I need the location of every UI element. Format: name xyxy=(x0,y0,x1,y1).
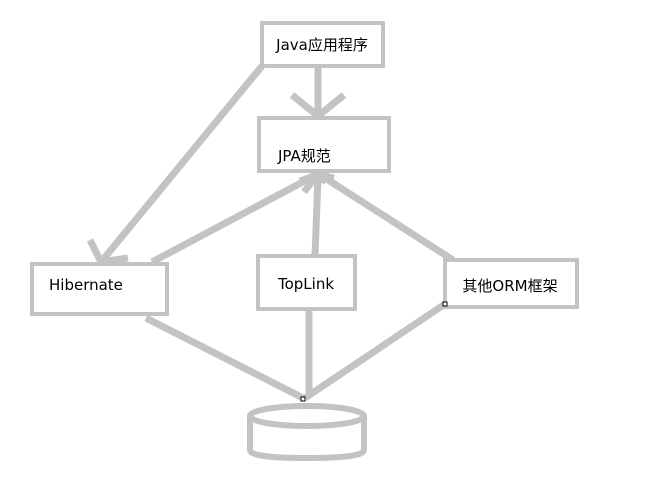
edge-hibernate-to-jpa xyxy=(150,172,316,266)
edge-other-to-jpa xyxy=(320,173,455,263)
edge-other-to-db xyxy=(303,301,447,401)
edge-toplink-to-jpa xyxy=(311,175,322,257)
handle-other-orm xyxy=(442,301,448,307)
connection-handles xyxy=(300,301,448,402)
node-other-orm-label: 其他ORM框架 xyxy=(462,277,557,295)
connector-lines xyxy=(86,63,455,402)
node-hibernate-label: Hibernate xyxy=(49,276,123,294)
node-boxes xyxy=(30,21,579,316)
database-top xyxy=(247,403,367,429)
handle-db-top xyxy=(300,396,306,402)
node-java-app-box xyxy=(260,21,385,68)
node-jpa-spec-box xyxy=(257,116,391,173)
node-labels: Java应用程序 JPA规范 Hibernate TopLink 其他ORM框架 xyxy=(49,36,558,295)
edge-hibernate-to-db xyxy=(144,314,305,402)
node-other-orm-box xyxy=(443,258,579,309)
node-toplink-box xyxy=(256,254,357,311)
node-toplink-label: TopLink xyxy=(277,275,334,293)
node-hibernate-box xyxy=(30,262,169,316)
edge-java-to-hibernate xyxy=(98,63,265,265)
arrowhead-jpa-right-icon xyxy=(306,169,335,185)
database-cylinder-icon xyxy=(247,403,367,462)
node-jpa-spec-label: JPA规范 xyxy=(277,147,331,165)
node-java-app-label: Java应用程序 xyxy=(275,36,368,54)
